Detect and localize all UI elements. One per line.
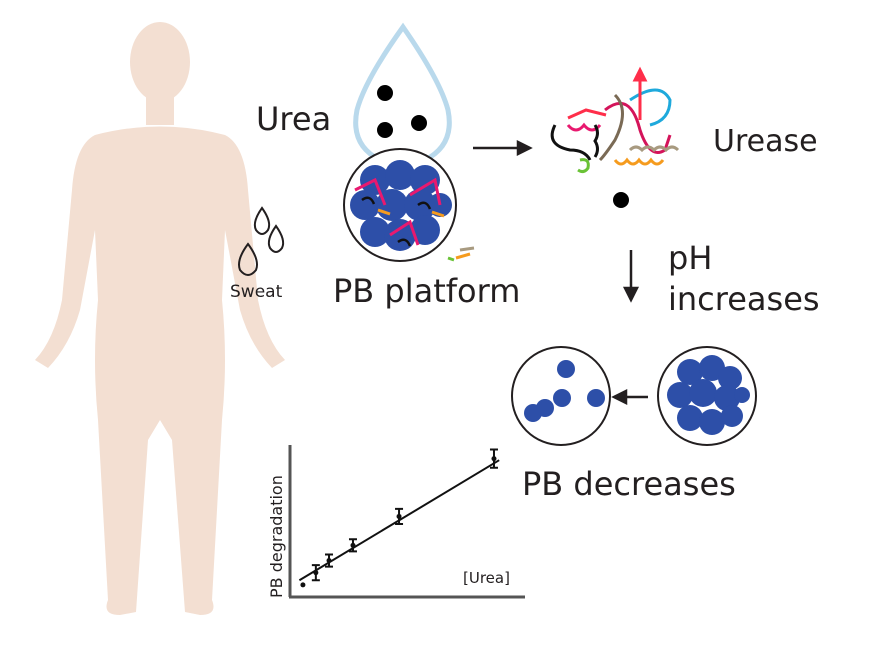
arrow-right-icon (473, 139, 533, 157)
pb-decreases-label: PB decreases (522, 465, 736, 503)
chart-plot (288, 445, 525, 599)
error-bar (395, 507, 404, 526)
error-bar (489, 448, 498, 469)
y-axis-label: PB degradation (267, 475, 286, 598)
error-bar (348, 538, 357, 553)
urease-protein-icon (550, 66, 680, 174)
pb-degraded-icon (511, 346, 611, 446)
sweat-droplet-icon (353, 22, 452, 163)
ph-label: pH (668, 239, 713, 277)
sweat-drops-icon (238, 206, 285, 276)
error-bar (325, 553, 334, 568)
pb-full-icon (657, 346, 757, 446)
pb-platform-label: PB platform (333, 272, 521, 310)
human-silhouette (35, 22, 285, 615)
sweat-label: Sweat (230, 282, 283, 302)
pb-platform-icon (343, 148, 475, 262)
increases-label: increases (668, 280, 820, 318)
x-axis-label: [Urea] (463, 569, 510, 587)
data-point (300, 582, 306, 588)
urea-label: Urea (256, 100, 332, 138)
error-bar (311, 564, 320, 582)
arrow-down-icon (622, 250, 640, 303)
urea-molecule (613, 192, 629, 208)
arrow-left-icon (611, 388, 648, 406)
urease-label: Urease (713, 124, 818, 159)
